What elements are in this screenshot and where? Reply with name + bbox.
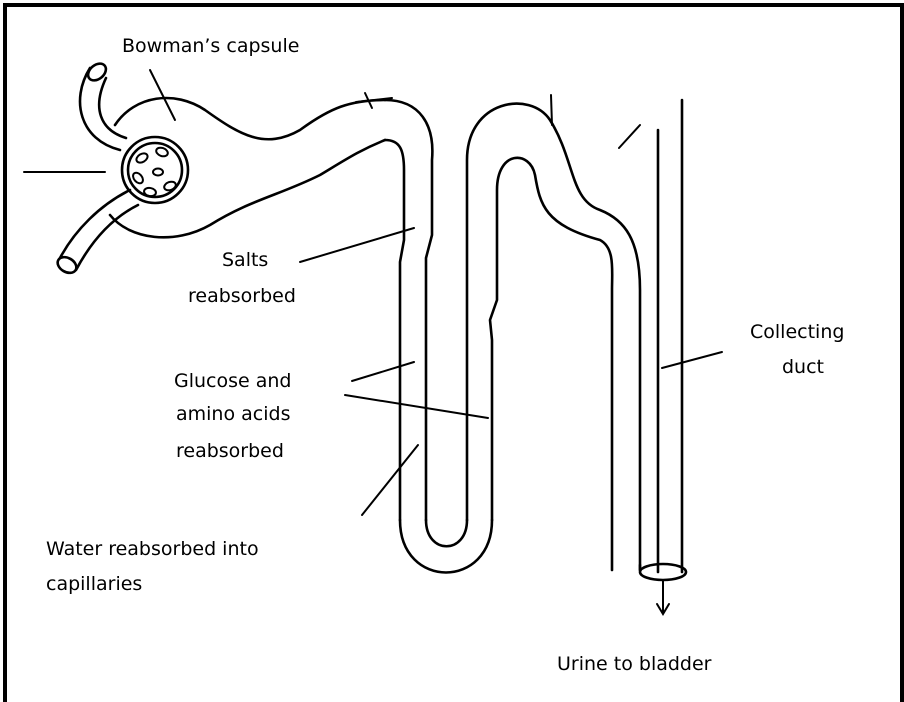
label-capillaries: capillaries	[46, 573, 142, 595]
label-urine: Urine to bladder	[557, 653, 712, 675]
diagram-frame	[5, 5, 902, 702]
label-amino-acids: amino acids	[176, 403, 290, 425]
label-glucose: Glucose and	[174, 370, 292, 392]
label-bowmans-capsule: Bowman’s capsule	[122, 35, 299, 57]
salts-pointer	[300, 228, 414, 262]
loop-of-henle	[356, 93, 640, 573]
glucose-pointer-a	[352, 362, 414, 381]
collecting-pointer	[662, 352, 722, 368]
label-collecting: Collecting	[750, 321, 844, 343]
bowman-pointer	[150, 70, 175, 120]
water-pointer	[362, 445, 418, 515]
label-salts-reabsorbed: reabsorbed	[188, 285, 296, 307]
collecting-duct-shape	[640, 100, 686, 614]
label-water: Water reabsorbed into	[46, 538, 259, 560]
bowmans-capsule-shape	[110, 98, 385, 237]
label-salts: Salts	[222, 249, 268, 271]
label-glucose-reabsorbed: reabsorbed	[176, 440, 284, 462]
label-duct: duct	[782, 356, 824, 378]
